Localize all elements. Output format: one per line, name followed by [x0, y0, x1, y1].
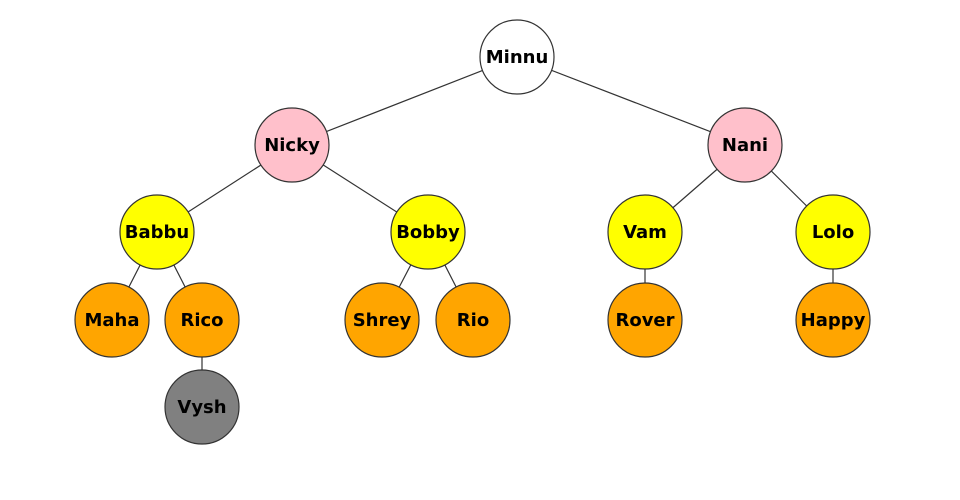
- node-circle: [435, 282, 511, 358]
- node-circle: [74, 282, 150, 358]
- node-nicky: Nicky: [254, 107, 330, 183]
- edge-minnu-nani: [516, 56, 746, 146]
- node-label: Maha: [84, 310, 139, 331]
- node-label: Rover: [615, 310, 674, 331]
- node-circle: [254, 107, 330, 183]
- node-maha: Maha: [74, 282, 150, 358]
- node-label: Bobby: [396, 222, 460, 243]
- node-nani: Nani: [707, 107, 783, 183]
- node-circle: [479, 19, 555, 95]
- node-label: Rio: [457, 310, 489, 331]
- edge-minnu-nicky: [291, 56, 518, 146]
- node-label: Babbu: [125, 222, 189, 243]
- node-circle: [119, 194, 195, 270]
- node-minnu: Minnu: [479, 19, 555, 95]
- node-label: Shrey: [353, 310, 412, 331]
- node-circle: [707, 107, 783, 183]
- node-vam: Vam: [607, 194, 683, 270]
- node-rico: Rico: [164, 282, 240, 358]
- node-label: Nicky: [264, 135, 320, 156]
- node-shrey: Shrey: [344, 282, 420, 358]
- node-bobby: Bobby: [390, 194, 466, 270]
- node-label: Happy: [801, 310, 866, 331]
- node-label: Rico: [180, 310, 223, 331]
- node-vysh: Vysh: [164, 369, 240, 445]
- node-circle: [164, 369, 240, 445]
- node-circle: [164, 282, 240, 358]
- node-lolo: Lolo: [795, 194, 871, 270]
- node-rover: Rover: [607, 282, 683, 358]
- node-label: Vam: [623, 222, 667, 243]
- node-happy: Happy: [795, 282, 871, 358]
- node-rio: Rio: [435, 282, 511, 358]
- node-label: Nani: [722, 135, 768, 156]
- node-label: Lolo: [812, 222, 854, 243]
- node-circle: [795, 194, 871, 270]
- node-circle: [607, 194, 683, 270]
- node-babbu: Babbu: [119, 194, 195, 270]
- node-circle: [795, 282, 871, 358]
- node-label: Vysh: [177, 397, 226, 418]
- node-circle: [390, 194, 466, 270]
- node-circle: [607, 282, 683, 358]
- node-label: Minnu: [486, 47, 549, 68]
- node-circle: [344, 282, 420, 358]
